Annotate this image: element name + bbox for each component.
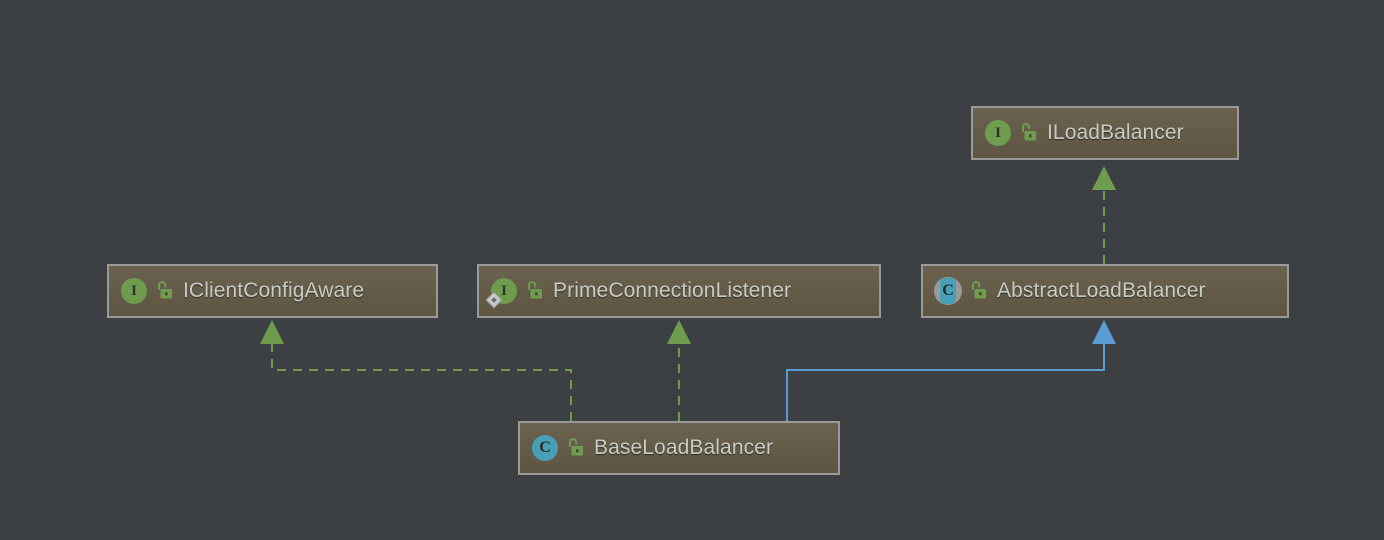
uml-node-label: PrimeConnectionListener (553, 279, 792, 302)
uml-node-label: ILoadBalancer (1047, 121, 1184, 144)
uml-node-iloadbalancer[interactable]: I ILoadBalancer (971, 106, 1239, 160)
edge-base-implements-iclientconfigaware (260, 320, 572, 421)
class-icon: C (530, 433, 560, 463)
uml-node-iclientconfigaware[interactable]: I IClientConfigAware (107, 264, 438, 318)
primeconnectionlistener-icons: I (485, 276, 544, 309)
uml-node-label: BaseLoadBalancer (594, 436, 774, 459)
iclientconfigaware-icons: I (119, 276, 174, 306)
abstractloadbalancer-icons: C (933, 276, 988, 306)
interface-icon: I (983, 118, 1013, 148)
unlocked-padlock-icon (1021, 123, 1036, 141)
baseloadbalancer-icons: C (530, 433, 585, 463)
interface-icon: I (485, 276, 519, 309)
uml-node-baseloadbalancer[interactable]: C BaseLoadBalancer (518, 421, 840, 475)
iloadbalancer-icons: I (983, 118, 1038, 148)
uml-node-primeconnectionlistener[interactable]: I PrimeConnectionListener (477, 264, 881, 318)
uml-node-label: AbstractLoadBalancer (997, 279, 1206, 302)
unlocked-padlock-icon (568, 438, 583, 456)
uml-node-label: IClientConfigAware (183, 279, 365, 302)
edge-base-implements-primeconnectionlistener (667, 320, 691, 421)
interface-icon: I (119, 276, 149, 306)
unlocked-padlock-icon (527, 281, 542, 299)
edge-abstract-implements-iloadbalancer (1092, 166, 1116, 264)
unlocked-padlock-icon (971, 281, 986, 299)
uml-node-abstractloadbalancer[interactable]: C AbstractLoadBalancer (921, 264, 1289, 318)
unlocked-padlock-icon (157, 281, 172, 299)
edge-base-extends-abstractloadbalancer (786, 320, 1116, 421)
abstract-class-icon: C (933, 276, 963, 306)
